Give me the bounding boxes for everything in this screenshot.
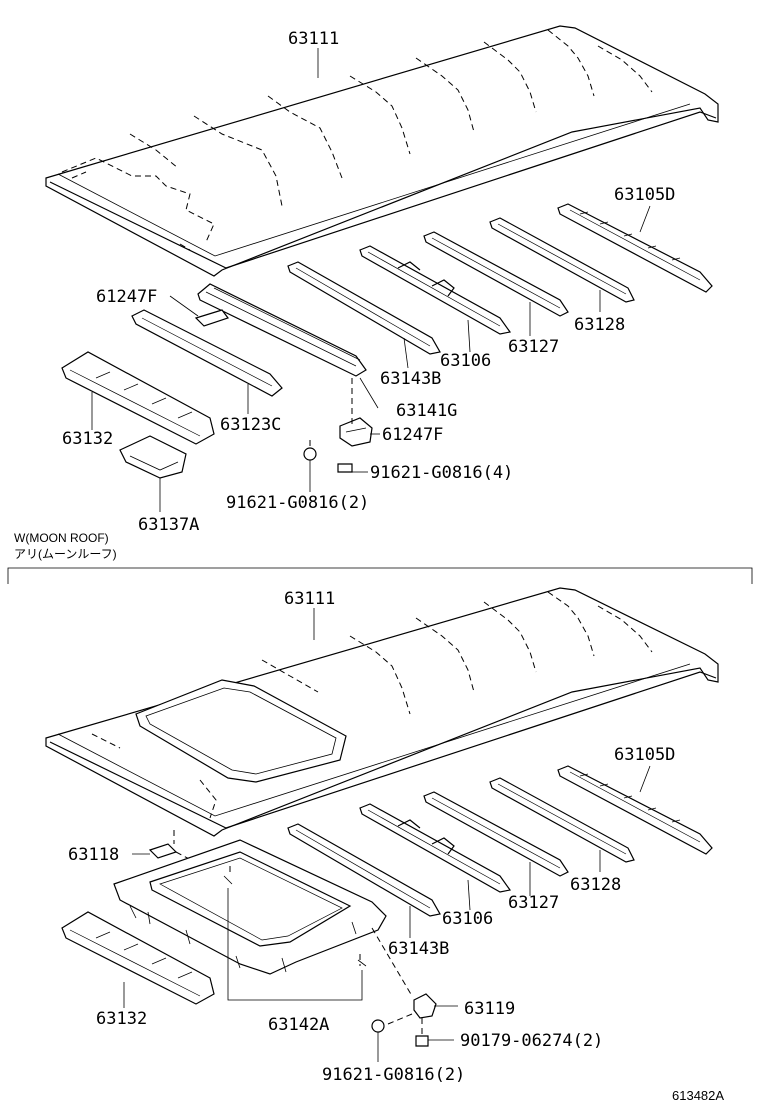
- label-bow-63128: 63128: [574, 315, 625, 335]
- leaders-section-1: [91, 48, 651, 512]
- moon-roof-title-en: W(MOON ROOF): [14, 531, 109, 545]
- label-bow-63106-moonroof: 63106: [442, 909, 493, 929]
- label-bow-63128-moonroof: 63128: [570, 875, 621, 895]
- bow-63143b-moonroof: [287, 823, 441, 917]
- leaders-section-2: [123, 608, 651, 1062]
- label-bracket-61247f-a: 61247F: [96, 287, 157, 307]
- label-bracket-63119: 63119: [464, 999, 515, 1019]
- label-bracket-63137a: 63137A: [138, 515, 199, 535]
- bracket-63119: [413, 993, 437, 1019]
- bow-63127: [423, 231, 569, 317]
- label-bow-63127-moonroof: 63127: [508, 893, 559, 913]
- label-rear-bow-moonroof: 63105D: [614, 745, 675, 765]
- bracket-61247f: [339, 417, 373, 447]
- bow-63106: [359, 245, 512, 335]
- label-bow-63143b: 63143B: [380, 369, 441, 389]
- label-frame-63142a: 63142A: [268, 1015, 329, 1035]
- label-roof-panel: 63111: [288, 29, 339, 49]
- bow-63105d-moonroof: [557, 765, 713, 855]
- roof-panel-63111-moonroof: [45, 587, 719, 837]
- bow-63127-moonroof: [423, 791, 569, 877]
- label-header-63132: 63132: [62, 429, 113, 449]
- label-bolt-right: 91621-G0816(4): [370, 463, 513, 483]
- section-2: 63111 63105D 63118 63128 63127 63106 631…: [45, 587, 719, 1085]
- figure-reference: 613482A: [672, 1088, 724, 1103]
- fasteners-section-2: [229, 866, 429, 1047]
- section-bracket-line: [7, 567, 753, 584]
- section-2-header: W(MOON ROOF) アリ(ムーンルーフ): [7, 531, 753, 584]
- label-bow-63141g: 63141G: [396, 401, 457, 421]
- label-bow-63106: 63106: [440, 351, 491, 371]
- bow-63123c: [131, 309, 283, 397]
- bow-63105d: [557, 203, 713, 293]
- label-header-63132-moonroof: 63132: [96, 1009, 147, 1029]
- bow-63141g: [197, 283, 367, 377]
- label-bolt-left-moonroof: 91621-G0816(2): [322, 1065, 465, 1085]
- label-clip-63118: 63118: [68, 845, 119, 865]
- label-bracket-61247f-b: 61247F: [382, 425, 443, 445]
- header-63132-moonroof: [61, 911, 215, 1005]
- label-nut-90179: 90179-06274(2): [460, 1031, 603, 1051]
- label-bow-63123c: 63123C: [220, 415, 281, 435]
- header-63132: [61, 351, 215, 445]
- label-bow-63127: 63127: [508, 337, 559, 357]
- bow-63128: [489, 217, 635, 303]
- bracket-63137a: [119, 435, 187, 479]
- label-rear-bow: 63105D: [614, 185, 675, 205]
- bracket-61247f-small: [194, 309, 229, 327]
- label-bolt-left: 91621-G0816(2): [226, 493, 369, 513]
- roof-panel-63111: [45, 25, 719, 277]
- bow-63106-moonroof: [359, 803, 512, 893]
- label-roof-panel-moonroof: 63111: [284, 589, 335, 609]
- bow-63143b: [287, 261, 441, 355]
- moon-roof-title-jp: アリ(ムーンルーフ): [14, 547, 117, 561]
- bow-63128-moonroof: [489, 777, 635, 863]
- label-bow-63143b-moonroof: 63143B: [388, 939, 449, 959]
- frame-63142a: [113, 839, 387, 975]
- section-1: 63111 63105D 63128 63127 63106 63143B 61…: [45, 25, 719, 535]
